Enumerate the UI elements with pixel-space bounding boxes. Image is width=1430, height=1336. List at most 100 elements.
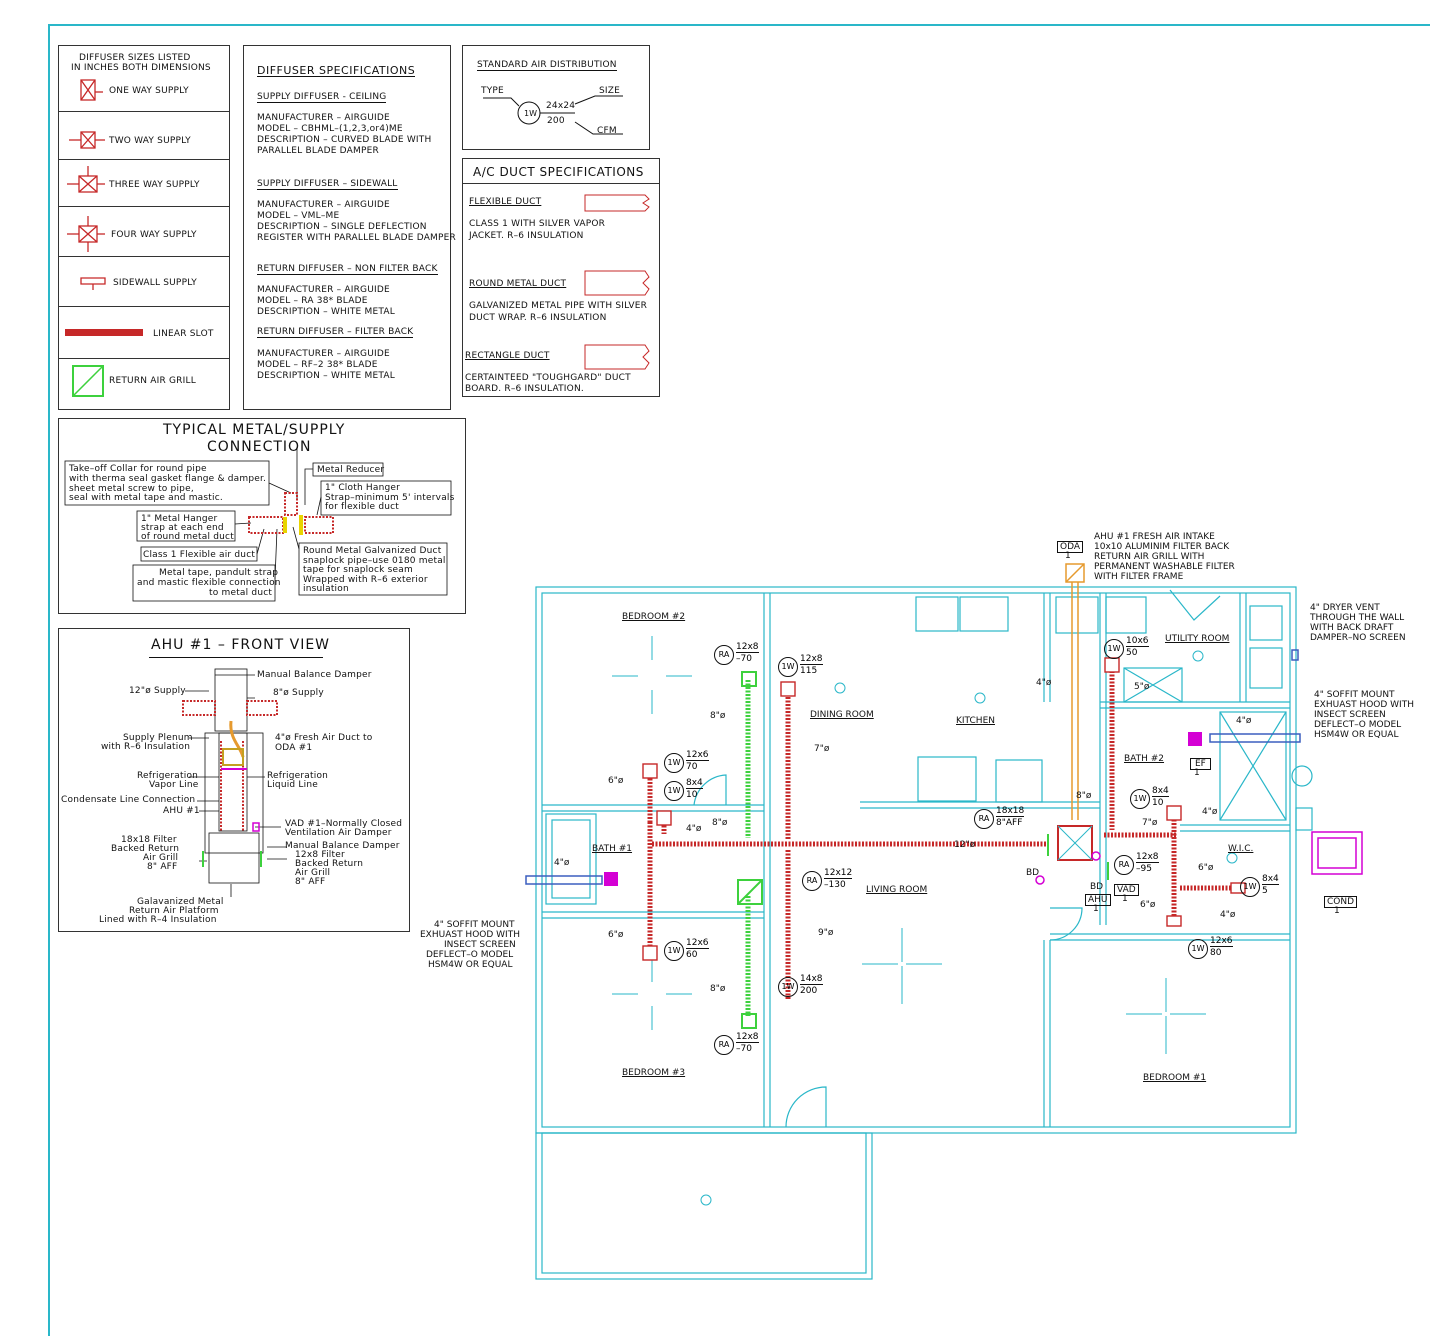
tag-code: 1W: [778, 657, 798, 677]
room-utility: UTILITY ROOM: [1165, 634, 1230, 644]
cond-box: COND: [1324, 896, 1358, 908]
ahu-label: Galavanized Metal: [137, 897, 224, 907]
fresh-air-duct: [1065, 563, 1085, 820]
tag-size: 14x8: [800, 974, 823, 985]
note: strap at each end: [141, 523, 224, 533]
note: snaplock pipe–use 0180 metal: [303, 556, 446, 566]
note: insulation: [303, 584, 349, 594]
room-dining: DINING ROOM: [810, 710, 874, 720]
soffit-note: DEFLECT–O MODEL: [1314, 720, 1402, 730]
legend-three-way: THREE WAY SUPPLY: [109, 180, 200, 190]
room-wic: W.I.C.: [1228, 844, 1254, 854]
legend-return-grill: RETURN AIR GRILL: [109, 376, 196, 386]
spec-line: MANUFACTURER – AIRGUIDE: [257, 113, 390, 123]
cond-box-number: 1: [1334, 906, 1340, 916]
dryer-note: DAMPER–NO SCREEN: [1310, 633, 1406, 643]
ahu-label: 8" AFF: [147, 862, 178, 872]
room-bath-1: BATH #1: [592, 844, 633, 854]
tag-value: 70: [686, 762, 698, 772]
tag-code: 1W: [664, 753, 684, 773]
ac-desc: CERTAINTEED "TOUGHGARD" DUCT: [465, 373, 631, 383]
note: tape for snaplock seam: [303, 565, 413, 575]
spec-line: MODEL – CBHML–(1,2,3,or4)ME: [257, 124, 403, 134]
duct-size: 8"ø: [1076, 791, 1092, 801]
ahu-label: Vapor Line: [149, 780, 199, 790]
tag-size: 18x18: [996, 806, 1025, 817]
spec-line: MANUFACTURER – AIRGUIDE: [257, 200, 390, 210]
ac-desc: DUCT WRAP. R–6 INSULATION: [469, 313, 607, 323]
tag-size: 12x12: [824, 868, 853, 879]
room-bath-2: BATH #2: [1124, 754, 1165, 764]
tag-size: 12x8: [736, 642, 759, 653]
spec-line: MANUFACTURER – AIRGUIDE: [257, 285, 390, 295]
tag-value: 200: [800, 986, 818, 996]
ac-flex: FLEXIBLE DUCT: [469, 197, 542, 207]
tag-size: 12x8: [800, 654, 823, 665]
legend-title-1: DIFFUSER SIZES LISTED: [79, 53, 191, 63]
note: and mastic flexible connection: [137, 578, 281, 588]
tag-size: 10x6: [1126, 636, 1149, 647]
bd-label: BD: [1090, 882, 1104, 892]
dryer-note: 4" DRYER VENT: [1310, 603, 1380, 613]
duct-size: 4"ø: [1220, 910, 1236, 920]
tag-value: 80: [1210, 948, 1222, 958]
tag-size: 8x4: [1152, 786, 1169, 797]
tag-value: 8"AFF: [996, 818, 1023, 828]
ac-duct-symbols: [584, 194, 650, 370]
sheet-border: [48, 24, 1430, 1336]
ahu-label: Backed Return: [111, 844, 180, 854]
oda-note: AHU #1 FRESH AIR INTAKE: [1094, 532, 1215, 542]
duct-size: 6"ø: [1140, 900, 1156, 910]
tag-value: –130: [824, 880, 846, 890]
spec-line: MODEL – RF–2 38* BLADE: [257, 360, 378, 370]
std-value: 200: [547, 116, 565, 126]
tag-code: 1W: [1130, 789, 1150, 809]
legend-four-way: FOUR WAY SUPPLY: [111, 230, 197, 240]
typical-title-2: CONNECTION: [207, 439, 312, 455]
ahu-title: AHU #1 – FRONT VIEW: [151, 637, 331, 653]
room-bedroom-2: BEDROOM #2: [622, 612, 686, 622]
diffuser-legend-panel: DIFFUSER SIZES LISTED IN INCHES BOTH DIM…: [58, 45, 230, 410]
duct-size: 4"ø: [554, 858, 570, 868]
oda-note: PERMANENT WASHABLE FILTER: [1094, 562, 1235, 572]
spec-line: DESCRIPTION – WHITE METAL: [257, 371, 395, 381]
ahu-label: Ventilation Air Damper: [285, 828, 392, 838]
duct-size: 8"ø: [710, 984, 726, 994]
oda-note: 10x10 ALUMINIM FILTER BACK: [1094, 542, 1230, 552]
dryer-note: THROUGH THE WALL: [1310, 613, 1405, 623]
tag-code: 1W: [1188, 939, 1208, 959]
note: Take–off Collar for round pipe: [69, 464, 207, 474]
room-bedroom-3: BEDROOM #3: [622, 1068, 686, 1078]
std-title: STANDARD AIR DISTRIBUTION: [477, 60, 617, 71]
ahu-label: ODA #1: [275, 743, 313, 753]
typical-connection-detail: [64, 447, 452, 602]
ahu-unit: [1057, 825, 1093, 861]
ahu-label: Air Grill: [295, 868, 331, 878]
room-kitchen: KITCHEN: [956, 716, 995, 726]
ac-desc: BOARD. R–6 INSULATION.: [465, 384, 584, 394]
left-soffit-note: 4" SOFFIT MOUNT: [434, 920, 515, 930]
duct-size: 4"ø: [1202, 807, 1218, 817]
note: Wrapped with R–6 exterior: [303, 575, 428, 585]
soffit-note: HSM4W OR EQUAL: [1314, 730, 1399, 740]
duct-size: 4"ø: [1236, 716, 1252, 726]
svg-text:1W: 1W: [524, 109, 537, 118]
ef-box-number: 1: [1194, 768, 1200, 778]
tag-value: 115: [800, 666, 818, 676]
duct-size: 4"ø: [1036, 678, 1052, 688]
std-size: SIZE: [599, 86, 621, 96]
oda-note: RETURN AIR GRILL WITH: [1094, 552, 1205, 562]
tag-code: 1W: [1240, 877, 1260, 897]
tag-code: 1W: [778, 977, 798, 997]
vad-box: VAD: [1114, 884, 1139, 896]
note: for flexible duct: [325, 502, 400, 512]
ac-round: ROUND METAL DUCT: [469, 279, 567, 289]
ac-desc: CLASS 1 WITH SILVER VAPOR: [469, 219, 606, 229]
